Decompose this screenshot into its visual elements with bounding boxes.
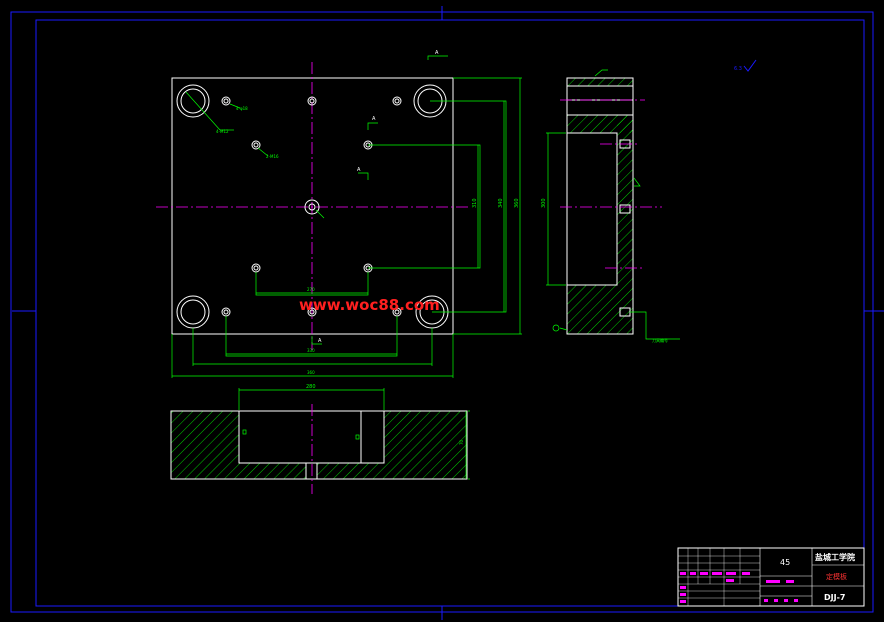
section-marker-1: A (435, 50, 439, 56)
centering-marks (12, 6, 884, 620)
side-view: 300 刀具编号 (541, 69, 680, 343)
dim-plan-width-2: 330 (307, 348, 315, 353)
dim-plan-height-2: 340 (498, 198, 504, 208)
roughness-value: 6.3 (734, 66, 742, 72)
dim-plan-height-1: 310 (472, 198, 478, 208)
callout-hole-2: 4-M12 (216, 129, 229, 134)
section-marker-2: A (372, 116, 376, 122)
section-view: 280 70 (170, 384, 470, 494)
dim-plan-width-3: 360 (307, 370, 315, 375)
inner-frame (35, 19, 865, 607)
roughness-symbol: 6.3 (734, 59, 757, 72)
section-marker-3: A (357, 167, 361, 173)
title-part-name: 定模板 (826, 572, 847, 581)
title-school: 盐城工学院 (815, 552, 855, 562)
callout-hole-1: 4-φ18 (236, 106, 248, 111)
dim-section-width: 280 (306, 384, 316, 390)
title-material: 45 (780, 558, 790, 567)
dim-section-height: 70 (459, 439, 464, 445)
watermark: www.woc88.com (299, 296, 440, 314)
plan-view: A A A A 4-φ18 4-M12 2-M16 310 340 360 27… (156, 50, 522, 378)
callout-hole-3: 2-M16 (266, 154, 279, 159)
title-block: 45 盐城工学院 定模板 DJJ-7 (677, 547, 865, 607)
callout-side-note: 刀具编号 (652, 337, 668, 343)
dim-plan-width-1: 270 (307, 287, 315, 292)
title-drawing-no: DJJ-7 (824, 593, 845, 602)
section-marker-4: A (318, 338, 322, 344)
dim-plan-height-3: 360 (514, 198, 520, 208)
dim-side-height: 300 (541, 198, 547, 208)
